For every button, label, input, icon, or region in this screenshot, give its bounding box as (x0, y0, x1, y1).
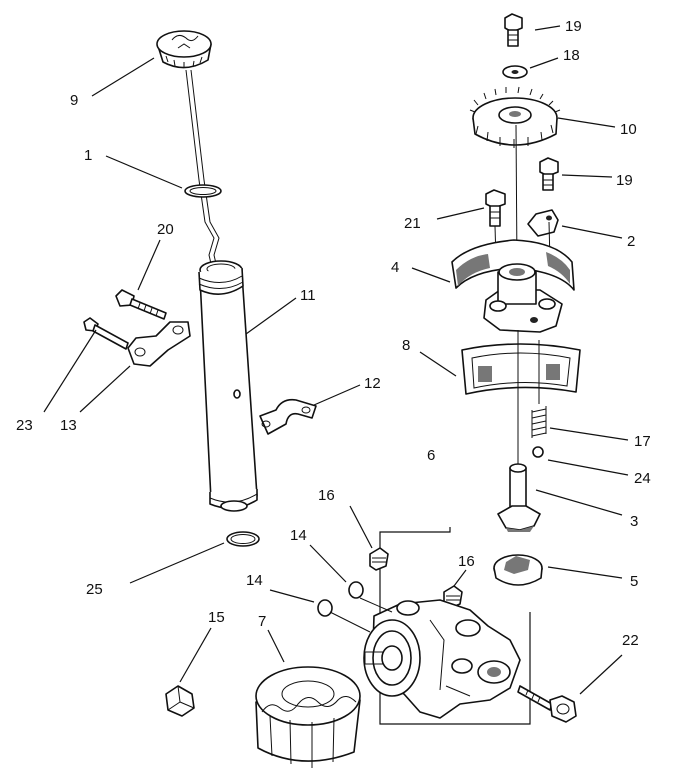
callout-7: 7 (258, 613, 266, 630)
callout-3: 3 (630, 513, 638, 530)
callout-21: 21 (404, 215, 421, 232)
callout-19a: 19 (565, 18, 582, 35)
bracket-13 (127, 321, 191, 367)
bolt-23 (83, 317, 129, 350)
callout-6: 6 (427, 447, 435, 464)
dipstick-cap (156, 30, 212, 69)
oil-screen (461, 343, 581, 395)
bolt-21 (485, 189, 506, 261)
callout-19b: 19 (616, 172, 633, 189)
callout-25: 25 (86, 581, 103, 598)
callout-11: 11 (300, 287, 316, 304)
drive-gear (469, 86, 561, 148)
callout-8: 8 (402, 337, 410, 354)
callout-14b: 14 (246, 572, 263, 589)
fitting-16a (369, 547, 389, 571)
bolt-19-top (504, 13, 523, 47)
callout-15: 15 (208, 609, 225, 626)
callout-12: 12 (364, 375, 381, 392)
dipstick-tube (198, 260, 258, 512)
callout-16a: 16 (318, 487, 335, 504)
dipstick-rod (185, 69, 220, 269)
check-ball (532, 446, 544, 458)
callout-1: 1 (84, 147, 92, 164)
clamp-12 (259, 398, 317, 435)
bolt-20 (115, 289, 167, 320)
callout-22: 22 (622, 632, 639, 649)
callout-16b: 16 (458, 553, 475, 570)
callout-24: 24 (634, 470, 651, 487)
drain-plug (165, 685, 195, 717)
o-ring-14b (317, 599, 333, 617)
callout-14a: 14 (290, 527, 307, 544)
callout-13: 13 (60, 417, 77, 434)
pump-shaft (497, 330, 541, 532)
leader-lines (43, 25, 629, 695)
o-ring-14a (348, 581, 364, 599)
bolt-22 (517, 685, 577, 723)
filter-adapter-body (329, 597, 521, 719)
pump-rotor (493, 554, 543, 586)
oil-filter (255, 666, 361, 768)
callout-20: 20 (157, 221, 174, 238)
callout-17: 17 (634, 433, 651, 450)
relief-spring (531, 340, 547, 438)
callout-labels: 9 1 20 11 23 13 12 25 15 7 14 14 16 16 6… (16, 18, 651, 649)
bolt-19-mid (539, 157, 559, 191)
callout-2: 2 (627, 233, 635, 250)
callout-10: 10 (620, 121, 637, 138)
callout-18: 18 (563, 47, 580, 64)
callout-4: 4 (391, 259, 399, 276)
callout-23: 23 (16, 417, 33, 434)
callout-9: 9 (70, 92, 78, 109)
pump-housing (451, 239, 575, 333)
callout-5: 5 (630, 573, 638, 590)
